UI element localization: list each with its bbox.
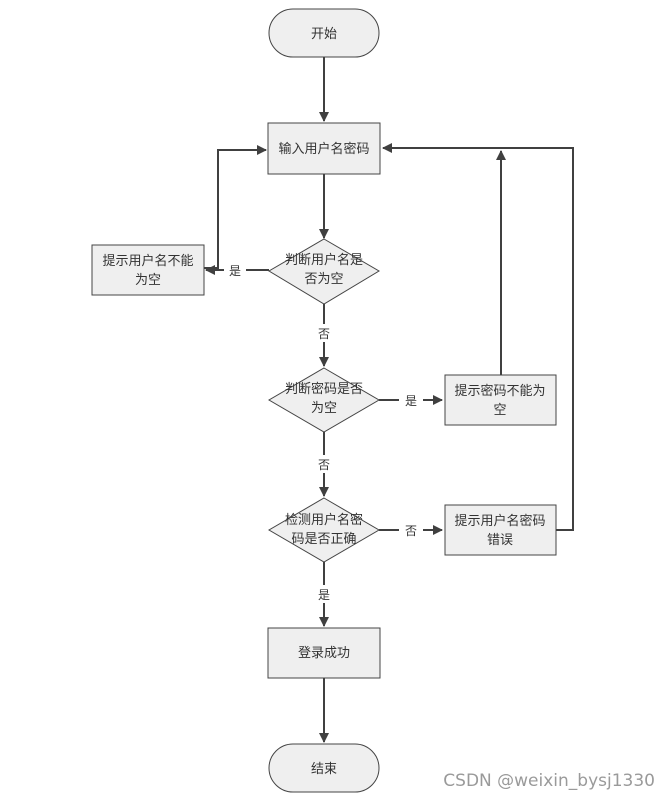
- check-user-label-line2: 否为空: [304, 272, 343, 287]
- wrong-node: 提示用户名密码 错误: [444, 504, 557, 556]
- check-pwd-label-line2: 为空: [311, 401, 337, 416]
- wrong-label-line1: 提示用户名密码: [454, 513, 545, 529]
- pwd-empty-label-line1: 提示密码不能为: [454, 383, 545, 399]
- check-pwd-label-line1: 判断密码是否: [285, 381, 363, 397]
- success-label: 登录成功: [298, 646, 350, 661]
- check-pwd-decision: 判断密码是否 为空: [268, 367, 380, 433]
- edge-user-empty-return: [204, 145, 267, 269]
- edge-label-user-no: 否: [318, 327, 330, 341]
- wrong-label-line2: 错误: [487, 533, 513, 548]
- edge-wrong-return: [382, 143, 574, 531]
- start-node: 开始: [268, 8, 380, 58]
- user-empty-node: 提示用户名不能 为空: [91, 244, 205, 296]
- end-label: 结束: [311, 762, 337, 777]
- check-user-decision: 判断用户名是 否为空: [268, 238, 380, 305]
- verify-label-line1: 检测用户名密: [285, 512, 363, 528]
- input-label: 输入用户名密码: [278, 141, 369, 157]
- input-node: 输入用户名密码: [267, 122, 381, 175]
- pwd-empty-node: 提示密码不能为 空: [444, 374, 557, 426]
- edge-label-pwd-no: 否: [318, 458, 330, 472]
- verify-decision: 检测用户名密 码是否正确: [268, 497, 380, 563]
- pwd-empty-label-line2: 空: [493, 403, 506, 418]
- user-empty-label-line2: 为空: [135, 273, 161, 288]
- edge-label-user-yes: 是: [229, 264, 241, 278]
- user-empty-label-line1: 提示用户名不能: [102, 253, 193, 269]
- edge-label-pwd-yes: 是: [405, 394, 417, 408]
- edge-label-verify-no: 否: [405, 524, 417, 538]
- verify-label-line2: 码是否正确: [291, 532, 356, 547]
- success-node: 登录成功: [267, 627, 381, 679]
- edge-label-verify-yes: 是: [318, 588, 330, 602]
- check-user-label-line1: 判断用户名是: [285, 252, 363, 268]
- end-node: 结束: [268, 743, 380, 793]
- start-label: 开始: [311, 27, 337, 42]
- csdn-watermark: CSDN @weixin_bysj1330: [443, 771, 655, 791]
